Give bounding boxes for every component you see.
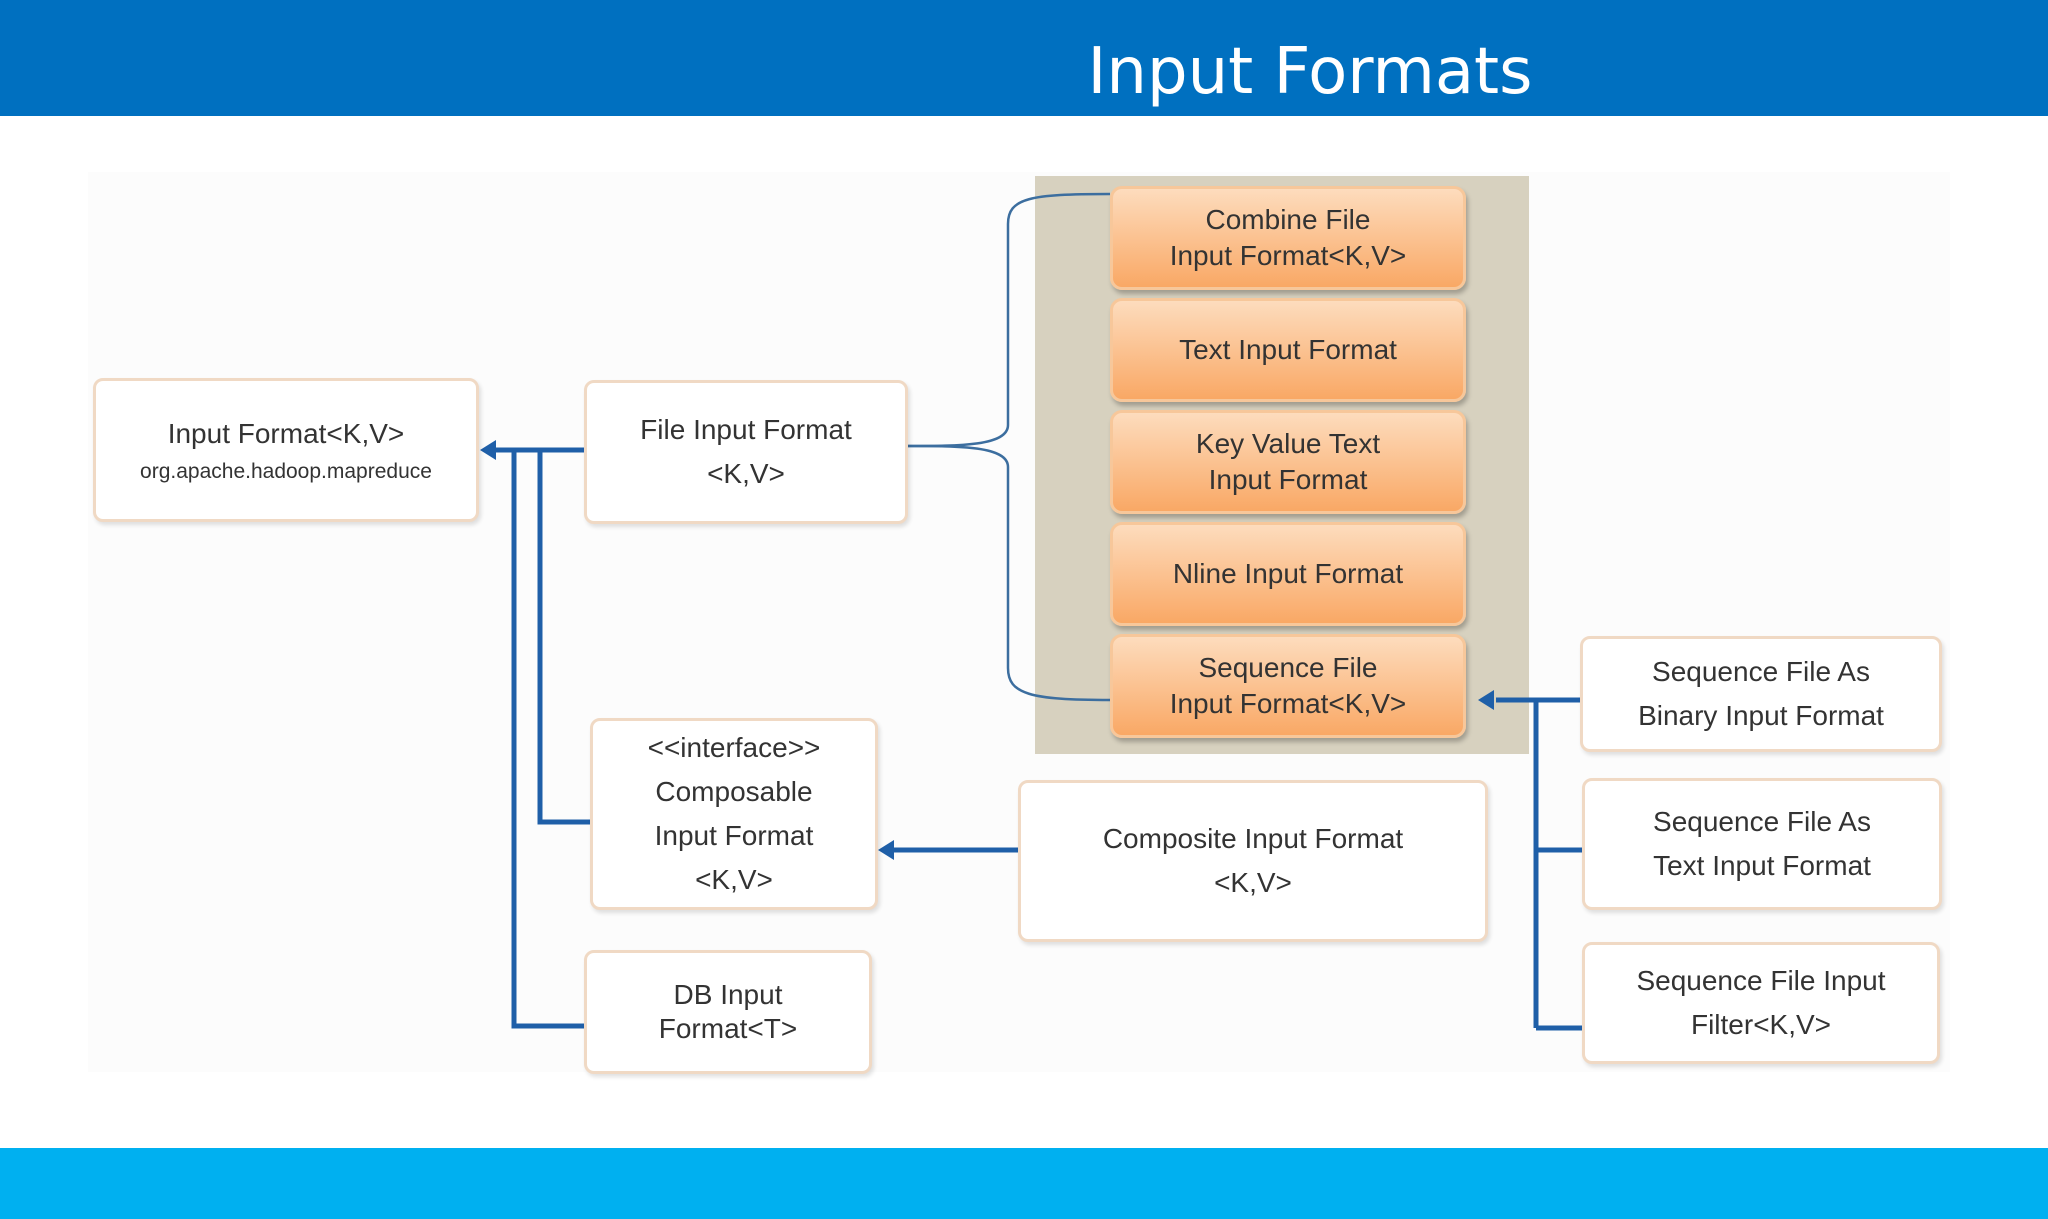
arrowhead-input-format [480,440,496,460]
file-input-format-box[interactable]: File Input Format <K,V> [584,380,908,524]
combine-file-label: Combine File [1205,204,1371,235]
nline-input-format-box[interactable]: Nline Input Format [1110,522,1466,626]
file-input-format-type: <K,V> [707,458,785,489]
db-input-type: Format<T> [658,1013,798,1044]
seq-filter-label: Sequence File Input [1636,965,1886,996]
seq-binary-label: Sequence File As [1652,656,1870,687]
text-input-format-box[interactable]: Text Input Format [1110,298,1466,402]
composable-input-format-box[interactable]: <<interface>> Composable Input Format <K… [590,718,878,910]
sequence-file-input-format-box[interactable]: Sequence File Input Format<K,V> [1110,634,1466,738]
title-bar [0,0,2048,116]
key-value-text-label: Key Value Text [1195,428,1381,459]
combine-file-input-format-box[interactable]: Combine File Input Format<K,V> [1110,186,1466,290]
arrowhead-composable [878,840,894,860]
combine-file-type: Input Format<K,V> [1169,240,1407,271]
nline-input-format-label: Nline Input Format [1172,558,1404,589]
seq-text-type: Text Input Format [1653,850,1871,881]
file-input-format-label: File Input Format [640,414,852,445]
key-value-text-type: Input Format [1208,464,1368,495]
seq-binary-type: Binary Input Format [1638,700,1884,731]
slide-title: Input Formats [1087,35,1533,109]
text-input-format-label: Text Input Format [1179,334,1397,365]
composite-input-format-box[interactable]: Composite Input Format <K,V> [1018,780,1488,942]
brace-connector [906,192,1111,448]
connector-composable-to-input [537,450,590,825]
sequence-file-input-filter-box[interactable]: Sequence File Input Filter<K,V> [1582,942,1940,1064]
input-format-label: Input Format<K,V> [167,418,405,449]
input-format-package: org.apache.hadoop.mapreduce [140,460,432,483]
seq-filter-type: Filter<K,V> [1690,1009,1832,1040]
input-format-box[interactable]: Input Format<K,V> org.apache.hadoop.mapr… [93,378,479,522]
interface-stereotype: <<interface>> [647,732,821,763]
composite-type: <K,V> [1214,867,1292,898]
db-input-format-box[interactable]: DB Input Format<T> [584,950,872,1074]
arrowhead-sequence-file [1478,690,1494,710]
composable-label: Composable [655,776,813,807]
composite-label: Composite Input Format [1102,823,1404,854]
footer-bar [0,1148,2048,1219]
seq-text-label: Sequence File As [1653,806,1871,837]
key-value-text-input-format-box[interactable]: Key Value Text Input Format [1110,410,1466,514]
composable-type: <K,V> [695,864,773,895]
brace-connector-lower [906,444,1111,702]
sequence-file-as-binary-box[interactable]: Sequence File As Binary Input Format [1580,636,1942,752]
db-input-label: DB Input [673,979,783,1010]
connector-db-to-input [511,450,584,1029]
composable-label-2: Input Format [654,820,814,851]
sequence-file-type: Input Format<K,V> [1169,688,1407,719]
sequence-file-as-text-box[interactable]: Sequence File As Text Input Format [1582,778,1942,910]
sequence-file-label: Sequence File [1198,652,1378,683]
